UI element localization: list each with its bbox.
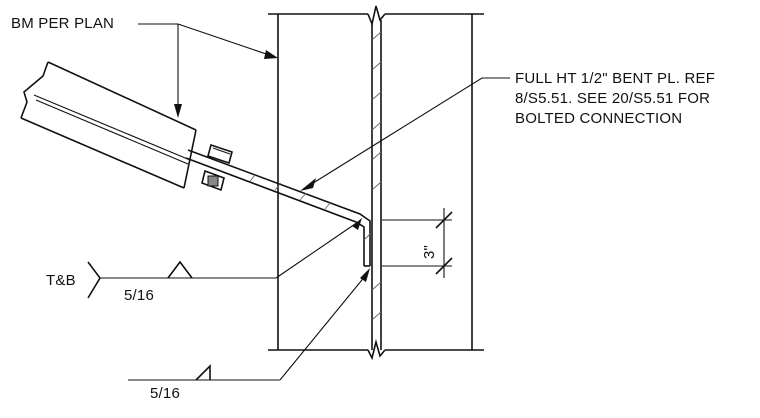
beam-break-mark <box>20 61 49 119</box>
beam-bottom-edge <box>20 117 185 189</box>
weld-arrow-top-icon <box>352 218 362 230</box>
plate-note-line-3: BOLTED CONNECTION <box>515 110 682 127</box>
weld-arrow-line-top <box>275 221 359 279</box>
weld-all-around-note: T&B <box>46 272 76 289</box>
bent-plate-inner-edge <box>185 157 365 266</box>
bolt-head-icon <box>207 143 233 165</box>
plate-leader-arrow-icon <box>300 178 316 191</box>
column-leader-line <box>177 23 273 57</box>
dimension-tick-bottom-icon <box>435 257 453 275</box>
dimension <box>382 208 453 278</box>
weld-tail-icon <box>87 261 101 299</box>
weld-arrow-bottom-icon <box>360 268 370 282</box>
fillet-weld-symbol-bottom-icon <box>195 364 211 381</box>
plate-note-line-2: 8/S5.51. SEE 20/S5.51 FOR <box>515 90 710 107</box>
fillet-weld-symbol-top-icon <box>167 260 193 279</box>
column-top-break-mark <box>367 5 386 27</box>
beam-note-label: BM PER PLAN <box>11 15 114 32</box>
beam-web-line-2 <box>35 99 189 165</box>
weld-size-top-label: 5/16 <box>124 287 154 304</box>
beam-web-line-1 <box>33 94 191 161</box>
leaders <box>87 23 510 381</box>
column-leader-arrow-icon <box>264 50 278 59</box>
bolt-shank-icon <box>207 175 219 187</box>
dimension-tick-top-icon <box>435 211 453 229</box>
bent-plate-hatch <box>249 173 371 241</box>
beam-leader-arrow-icon <box>174 104 182 118</box>
dimension-label: 3" <box>421 245 438 259</box>
column-web-hatch <box>371 31 382 321</box>
bent-plate <box>185 149 371 267</box>
plate-note-line-1: FULL HT 1/2" BENT PL. REF <box>515 70 715 87</box>
column-bottom-break-mark <box>367 338 386 361</box>
weld-size-bottom-label: 5/16 <box>150 385 180 402</box>
column <box>268 5 484 361</box>
plate-leader-line <box>309 77 510 186</box>
bolt-assembly <box>201 143 233 192</box>
beam <box>20 61 197 189</box>
beam-leader-line <box>138 23 179 112</box>
beam-top-edge <box>47 61 197 131</box>
weld-arrow-line-bottom <box>279 274 367 381</box>
bent-plate-outer-edge <box>187 149 371 266</box>
